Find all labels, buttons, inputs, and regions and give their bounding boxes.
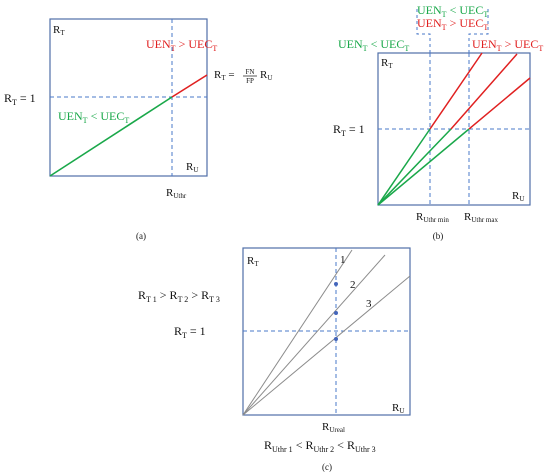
panel-b-thr-min-label: RUthr min <box>416 211 449 224</box>
panel-a: RT RU RT = 1 RUthr UENT < UECT UENT > UE… <box>4 18 272 241</box>
panel-b-line-2-red <box>450 53 518 130</box>
panel-c-marker-3 <box>334 337 338 341</box>
panel-b-right-label: UENT > UECT <box>472 37 543 53</box>
panel-a-formula-numerator: FN <box>246 68 255 76</box>
panel-a-threshold-label: RUthr <box>166 187 187 200</box>
panel-b-y-axis-label: RT <box>381 57 393 70</box>
panel-a-red-segment <box>171 74 208 98</box>
panel-c-line-3 <box>242 275 411 416</box>
panel-a-x-axis-label: RU <box>186 161 198 174</box>
panel-a-formula-lhs: RT = <box>214 69 235 82</box>
panel-a-formula-denominator: FP <box>246 77 254 85</box>
panel-a-green-label: UENT < UECT <box>58 109 129 125</box>
panel-c-line-2 <box>242 254 386 416</box>
panel-b-line-3-red <box>468 77 531 130</box>
panel-b: RT RU RT = 1 RUthr min RUthr max UENT < … <box>333 3 543 241</box>
panel-a-level-label: RT = 1 <box>4 91 36 107</box>
panel-c-marker-1 <box>334 282 338 286</box>
panel-b-x-axis-label: RU <box>512 190 524 203</box>
panel-c-y-axis-label: RT <box>247 255 259 268</box>
panel-c-line-number-1: 1 <box>340 254 346 266</box>
panel-c-caption: (c) <box>322 462 332 472</box>
panel-c-line-number-3: 3 <box>366 298 372 310</box>
panel-b-level-label: RT = 1 <box>333 122 365 138</box>
panel-a-caption: (a) <box>136 231 146 241</box>
panel-c-line-1 <box>242 249 353 416</box>
panel-c: 1 2 3 RT RU RUreal RT = 1 RT 1 > RT 2 > … <box>138 247 411 472</box>
panel-b-line-2-green <box>377 128 452 206</box>
panel-a-green-segment <box>49 96 173 177</box>
panel-b-line-1-red <box>429 52 483 130</box>
panel-b-line-1-green <box>377 128 431 206</box>
panel-b-left-label: UENT < UECT <box>338 37 409 53</box>
panel-b-top-label-2: UENT > UECT <box>417 16 488 32</box>
panel-c-rt-order: RT 1 > RT 2 > RT 3 <box>138 288 220 304</box>
panel-b-caption: (b) <box>433 231 444 241</box>
panel-c-marker-2 <box>334 311 338 315</box>
panel-a-formula-rhs: RU <box>260 69 272 82</box>
panel-c-uthr-order: RUthr 1 < RUthr 2 < RUthr 3 <box>264 438 376 454</box>
panel-b-thr-max-label: RUthr max <box>464 211 498 224</box>
panel-b-line-3-green <box>377 128 470 206</box>
panel-a-red-label: UENT > UECT <box>146 37 217 53</box>
panel-c-real-label: RUreal <box>322 421 345 434</box>
panel-b-bracket-left <box>416 6 431 53</box>
panel-a-formula: RT = FN FP RU <box>214 68 272 85</box>
panel-b-top-label-1: UENT < UECT <box>417 3 488 19</box>
panel-c-line-number-2: 2 <box>350 279 356 291</box>
panel-c-x-axis-label: RU <box>392 402 404 415</box>
panel-c-level-label: RT = 1 <box>174 324 206 340</box>
panel-a-y-axis-label: RT <box>53 24 65 37</box>
